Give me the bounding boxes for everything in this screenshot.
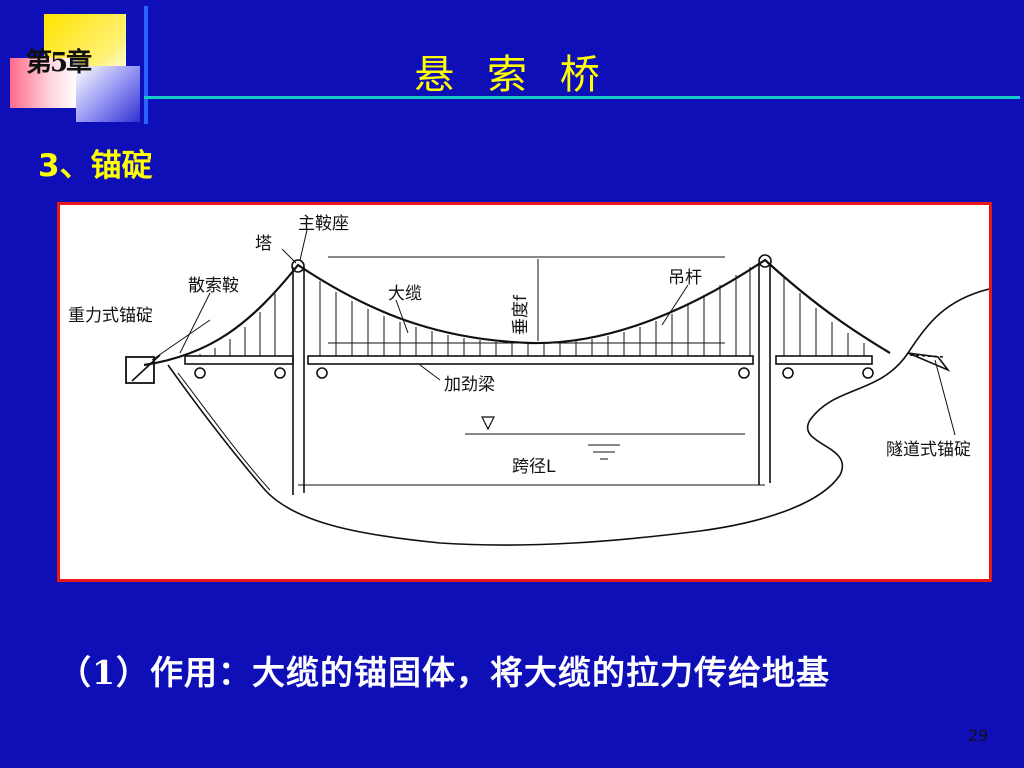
label-hanger: 吊杆 [668,268,702,288]
label-splay-saddle: 散索鞍 [188,276,239,296]
label-main-saddle: 主鞍座 [298,214,349,234]
decor-square-pink [10,58,78,108]
label-gravity-anchorage: 重力式锚碇 [68,306,153,326]
deck-right [775,355,873,365]
deck-left [184,355,294,365]
hangers [199,267,865,356]
ground-left-inner [177,372,271,491]
bridge-diagram: 塔 主鞍座 散索鞍 重力式锚碇 大缆 垂度f 吊杆 加劲梁 跨径L 隧道式锚碇 [68,214,989,546]
header-horizontal-rule [144,96,1020,99]
header-vertical-rule [144,6,148,124]
suspension-bridge-figure: 塔 主鞍座 散索鞍 重力式锚碇 大缆 垂度f 吊杆 加劲梁 跨径L 隧道式锚碇 [57,202,992,582]
page-number: 29 [968,726,989,745]
decor-square-blue [76,66,140,122]
deck-main [307,355,754,365]
label-tunnel-anchorage: 隧道式锚碇 [886,440,971,460]
main-saddle-right [758,254,772,268]
ground-profile [167,288,989,546]
label-stiffening-girder: 加劲梁 [444,375,495,395]
main-saddle-left [291,259,305,273]
section-heading: 3、锚碇 [38,148,153,184]
function-description: （1）作用：大缆的锚固体，将大缆的拉力传给地基 [58,653,830,692]
chapter-label: 第5章 [26,48,92,78]
label-main-cable: 大缆 [388,284,422,304]
label-sag: 垂度f [511,294,531,335]
gravity-anchorage-block [125,356,155,384]
label-tower: 塔 [255,234,272,254]
label-span: 跨径L [512,457,556,477]
slide-title: 悬 索 桥 [414,52,610,98]
